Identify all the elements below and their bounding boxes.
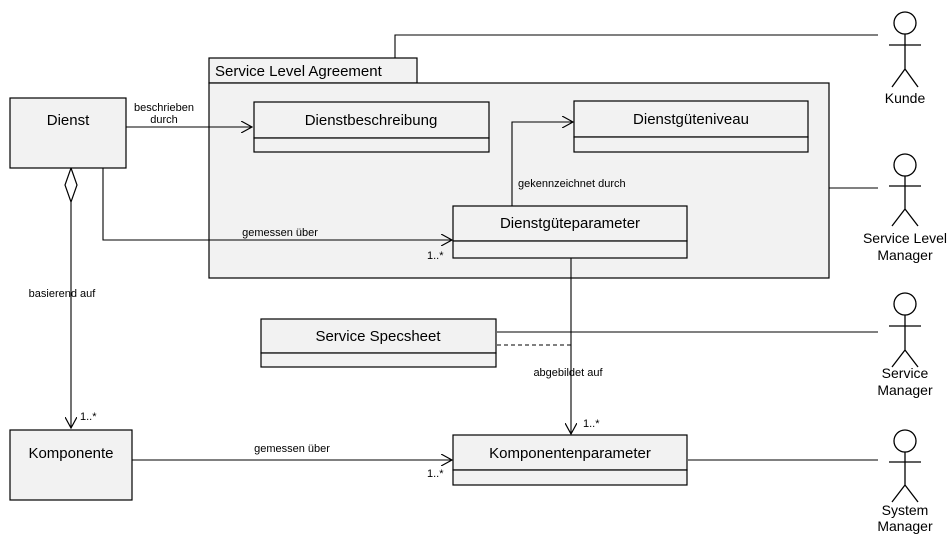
actor-sysm-label-line1: System [882,502,929,518]
label-durch: durch [150,114,178,126]
class-komponentenparameter-name: Komponentenparameter [489,445,651,462]
class-komponente[interactable]: Komponente [9,429,133,501]
edge-labels: beschrieben durch gekennzeichnet durch g… [29,102,626,480]
class-service-specsheet[interactable]: Service Specsheet [260,318,497,368]
label-abgebildet-auf: abgebildet auf [533,367,603,379]
class-dienstgueteniveau-name: Dienstgüteniveau [633,111,749,128]
label-gemessen-ueber-1: gemessen über [242,227,318,239]
multiplicity-komponentenparameter-left: 1..* [427,468,444,480]
class-komponente-name: Komponente [28,445,113,462]
class-dienstgueteparameter[interactable]: Dienstgüteparameter [452,205,688,259]
actor-system-manager[interactable]: System Manager [877,429,933,534]
actor-service-manager[interactable]: Service Manager [877,292,933,398]
multiplicity-komponente: 1..* [80,411,97,423]
label-gemessen-ueber-2: gemessen über [254,443,330,455]
actor-slm-label-line1: Service Level [863,230,947,246]
actor-sm-label-line2: Manager [877,382,933,398]
class-dienstbeschreibung[interactable]: Dienstbeschreibung [253,101,490,153]
actor-sysm-label-line2: Manager [877,518,933,534]
multiplicity-komponentenparameter-top: 1..* [583,418,600,430]
aggregation-diamond [64,166,78,204]
actor-kunde-label: Kunde [885,90,926,106]
edge-dienst-gemessen-ueber [102,168,452,240]
actor-kunde[interactable]: Kunde [885,11,926,106]
actor-slm-label-line2: Manager [877,247,933,263]
class-dienst-name: Dienst [47,112,90,129]
label-basierend-auf: basierend auf [29,288,97,300]
edges [64,34,878,460]
label-beschrieben: beschrieben [134,102,194,114]
class-dienstbeschreibung-name: Dienstbeschreibung [305,112,438,129]
edge-kunde [394,34,878,58]
class-dienstgueteparameter-name: Dienstgüteparameter [500,215,640,232]
sla-package-title: Service Level Agreement [215,63,383,80]
class-dienstgueteniveau[interactable]: Dienstgüteniveau [573,100,809,153]
edge-gekennzeichnet-durch [511,122,573,206]
multiplicity-dienstgueteparameter: 1..* [427,250,444,262]
class-service-specsheet-name: Service Specsheet [315,328,441,345]
class-dienst[interactable]: Dienst [9,97,127,169]
actor-sysm-head [893,429,917,453]
actor-sm-head [893,292,917,316]
actor-service-level-manager[interactable]: Service Level Manager [863,153,947,263]
actor-slm-head [893,153,917,177]
class-komponentenparameter[interactable]: Komponentenparameter [452,434,688,486]
actor-kunde-head [893,11,917,35]
actor-sm-label-line1: Service [882,365,929,381]
label-gekennzeichnet-durch: gekennzeichnet durch [518,178,626,190]
